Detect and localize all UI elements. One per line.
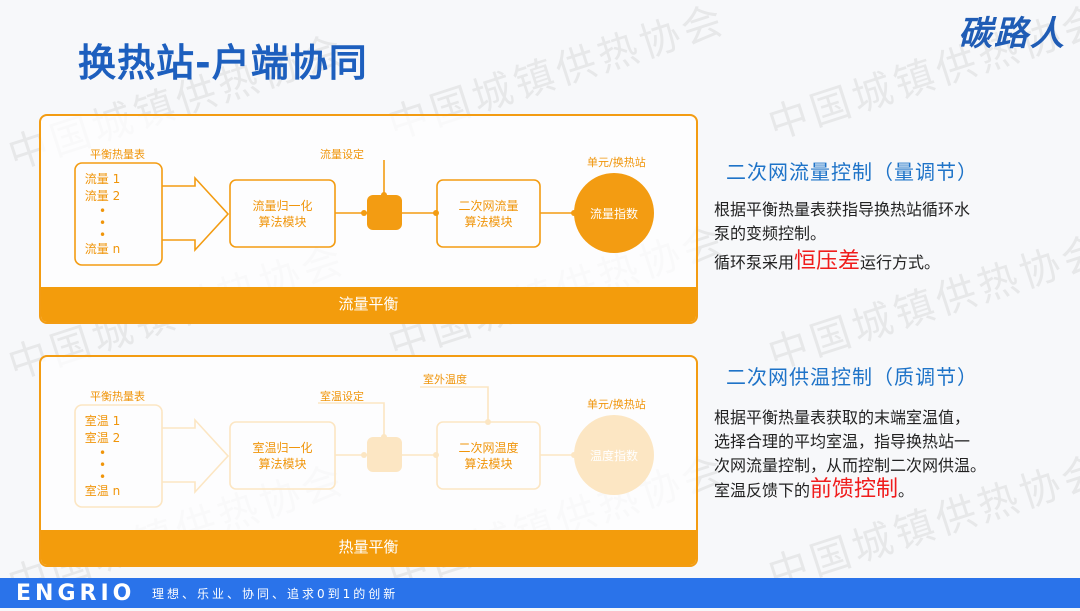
module-line: 算法模块 xyxy=(464,215,513,229)
meter-item: • xyxy=(98,216,107,230)
meter-item: 流量 1 xyxy=(84,172,121,186)
normalize-module-label: 室温归一化 算法模块 xyxy=(230,440,335,472)
meter-item: • xyxy=(98,204,107,218)
module-line: 室温归一化 xyxy=(252,441,313,455)
controller-node xyxy=(367,195,402,230)
station-label: 单元/换热站 xyxy=(587,398,646,411)
meter-item: 流量 2 xyxy=(84,189,121,203)
meter-list-box xyxy=(74,162,163,266)
meter-items: 流量 1 流量 2 • • • 流量 n xyxy=(75,171,130,258)
text-span: 运行方式。 xyxy=(860,253,941,272)
station-circle xyxy=(574,173,654,253)
text-span: 循环泵采用 xyxy=(714,253,795,272)
text-line: 选择合理的平均室温，指导换热站一 xyxy=(714,432,971,451)
section-text-temp: 根据平衡热量表获取的末端室温值， 选择合理的平均室温，指导换热站一 次网流量控制… xyxy=(714,406,986,503)
setpoint-label: 流量设定 xyxy=(320,148,364,161)
module-line: 算法模块 xyxy=(258,457,307,471)
outdoor-temp-label: 室外温度 xyxy=(423,373,467,386)
text-line: 根据平衡热量表获指导换热站循环水 xyxy=(714,200,971,219)
module-line: 二次网温度 xyxy=(458,441,519,455)
meter-item: • xyxy=(98,228,107,242)
meter-item: 室温 n xyxy=(84,484,121,498)
text-line: 泵的变频控制。 xyxy=(714,224,827,243)
page-title: 换热站-户端协同 xyxy=(78,41,368,85)
emphasis-text: 恒压差 xyxy=(794,249,861,274)
meter-item: • xyxy=(98,446,107,460)
temp-module-label: 二次网温度 算法模块 xyxy=(437,440,540,472)
text-line: 次网流量控制，从而控制二次网供温。 xyxy=(714,456,987,475)
meter-item: • xyxy=(98,470,107,484)
setpoint-label: 室温设定 xyxy=(320,390,364,403)
flow-module-label: 二次网流量 算法模块 xyxy=(437,198,540,230)
module-line: 二次网流量 xyxy=(458,199,519,213)
flow-balance-band: 流量平衡 xyxy=(41,287,696,322)
meter-item: • xyxy=(98,458,107,472)
text-span: 室温反馈下的 xyxy=(714,481,811,500)
station-label: 单元/换热站 xyxy=(587,156,646,169)
text-line: 室温反馈下的前馈控制。 xyxy=(714,478,986,503)
footer-bar: ENGRIO 理想、乐业、协同、追求0到1的创新 xyxy=(0,578,1080,608)
text-line: 循环泵采用恒压差运行方式。 xyxy=(714,250,970,275)
heat-balance-band: 热量平衡 xyxy=(41,530,696,565)
text-span: 。 xyxy=(898,481,915,500)
arrow-icon xyxy=(162,175,230,253)
meter-items: 室温 1 室温 2 • • • 室温 n xyxy=(75,413,130,500)
footer-slogan: 理想、乐业、协同、追求0到1的创新 xyxy=(152,587,399,601)
meter-item: 流量 n xyxy=(84,242,121,256)
footer-brand-logo: ENGRIO xyxy=(16,581,136,606)
flow-index-label: 流量指数 xyxy=(589,207,638,221)
module-line: 算法模块 xyxy=(464,457,513,471)
meter-label: 平衡热量表 xyxy=(90,390,145,403)
text-line: 根据平衡热量表获取的末端室温值， xyxy=(714,408,971,427)
temp-index-label: 温度指数 xyxy=(589,449,638,463)
brand-logo: 碳路人 xyxy=(958,14,1066,54)
heat-balance-panel: 热量平衡 xyxy=(39,355,698,567)
meter-item: 室温 1 xyxy=(84,414,121,428)
section-text-flow: 根据平衡热量表获指导换热站循环水 泵的变频控制。 循环泵采用恒压差运行方式。 xyxy=(714,198,970,275)
meter-item: 室温 2 xyxy=(84,431,121,445)
module-line: 流量归一化 xyxy=(252,199,313,213)
normalize-module-label: 流量归一化 算法模块 xyxy=(230,198,335,230)
section-heading-temp: 二次网供温控制（质调节） xyxy=(726,365,978,389)
section-heading-flow: 二次网流量控制（量调节） xyxy=(726,160,978,184)
meter-label: 平衡热量表 xyxy=(90,148,145,161)
emphasis-text: 前馈控制 xyxy=(810,477,899,502)
module-line: 算法模块 xyxy=(258,215,307,229)
